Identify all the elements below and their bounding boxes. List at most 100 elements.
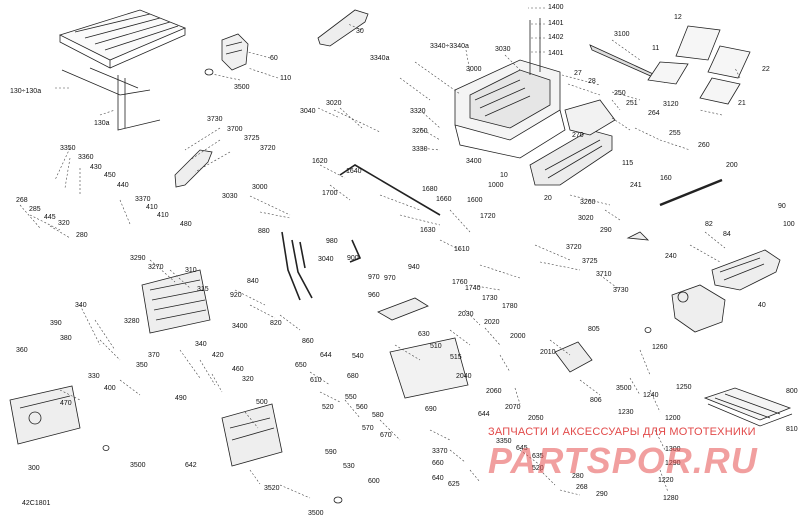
callout-label: 650 [295, 362, 307, 369]
callout-label: 840 [247, 278, 259, 285]
callout-label: 970 [368, 274, 380, 281]
callout-label: 3040 [318, 256, 334, 263]
callout-label: 82 [705, 221, 713, 228]
callout-label: 84 [723, 231, 731, 238]
panel-300-part [9, 385, 81, 445]
callout-label: 90 [778, 203, 786, 210]
callout-label: 3400 [232, 323, 248, 330]
callout-label: 130a [94, 120, 110, 127]
callout-label: 20 [544, 195, 552, 202]
callout-label: 28 [588, 78, 596, 85]
callout-label: 520 [322, 404, 334, 411]
callout-label: 1640 [346, 168, 362, 175]
callout-label: 860 [302, 338, 314, 345]
leader-lines [19, 7, 741, 499]
callout-label: 490 [175, 395, 187, 402]
callout-label: 1630 [420, 227, 436, 234]
washer-part [333, 496, 343, 504]
callout-label: 1401 [548, 50, 564, 57]
callout-label: 100 [783, 221, 795, 228]
callout-label: 250 [614, 90, 626, 97]
callout-label: 3725 [244, 135, 260, 142]
callout-label: 1200 [665, 415, 681, 422]
callout-label: 660 [432, 460, 444, 467]
callout-label: 240 [665, 253, 677, 260]
callout-label: 1680 [422, 186, 438, 193]
callout-label: 3360 [78, 154, 94, 161]
callout-label: 1660 [436, 196, 452, 203]
bracket-60-part [204, 33, 249, 76]
callout-label: 3720 [260, 145, 276, 152]
callout-label: 270 [572, 132, 584, 139]
callout-label: 1600 [467, 197, 483, 204]
callout-label: 644 [320, 352, 332, 359]
callout-label: 3260 [580, 199, 596, 206]
callout-label: 2070 [505, 404, 521, 411]
callout-label: 3400 [466, 158, 482, 165]
callout-label: 460 [232, 366, 244, 373]
callout-label: 310 [185, 267, 197, 274]
callout-label: 410 [146, 204, 158, 211]
callout-label: 380 [60, 335, 72, 342]
strut-200-part [659, 178, 723, 207]
callout-label: 3520 [264, 485, 280, 492]
callout-label: 160 [660, 175, 672, 182]
callout-label: 330 [88, 373, 100, 380]
callout-label: 470 [60, 400, 72, 407]
callout-label: 3350 [60, 145, 76, 152]
callout-label: 3350 [496, 438, 512, 445]
callout-label: 241 [630, 182, 642, 189]
callout-label: 2020 [484, 319, 500, 326]
callout-label: 1230 [618, 409, 634, 416]
callout-label: 30 [356, 28, 364, 35]
callout-label: 264 [648, 110, 660, 117]
callout-label: 1280 [663, 495, 679, 502]
callout-label: 500 [256, 399, 268, 406]
callout-label: 630 [418, 331, 430, 338]
callout-label: 570 [362, 425, 374, 432]
cover-805-part [554, 341, 593, 373]
callout-label: 360 [16, 347, 28, 354]
callout-label: 290 [600, 227, 612, 234]
callout-label: 805 [588, 326, 600, 333]
callout-label: 3340a [370, 55, 390, 62]
callout-label: 820 [270, 320, 282, 327]
side-panel-assembly-part [529, 99, 616, 186]
diagram-code: 42C1801 [22, 500, 51, 507]
callout-label: 370 [148, 352, 160, 359]
callout-label: 320 [58, 220, 70, 227]
callout-label: 268 [576, 484, 588, 491]
callout-label: 11 [652, 45, 660, 52]
callout-label: 390 [50, 320, 62, 327]
callout-label: 3725 [582, 258, 598, 265]
callout-label: 3270 [148, 264, 164, 271]
callout-label: 3700 [227, 126, 243, 133]
callout-label: 1760 [452, 279, 468, 286]
callout-label: 590 [325, 449, 337, 456]
callout-label: 3020 [326, 100, 342, 107]
callout-label: 515 [450, 354, 462, 361]
callout-label: 2060 [486, 388, 502, 395]
callout-label: 3290 [130, 255, 146, 262]
callout-label: 3730 [207, 116, 223, 123]
callout-label: 3500 [130, 462, 146, 469]
handle-3700-part [174, 149, 213, 188]
callout-label: 806 [590, 397, 602, 404]
rack-800-part [703, 387, 793, 427]
callout-label: 690 [425, 406, 437, 413]
callout-label: 280 [76, 232, 88, 239]
callout-label: 960 [368, 292, 380, 299]
callout-label: 22 [762, 66, 770, 73]
callout-label: 2040 [456, 373, 472, 380]
callout-label: 3040 [300, 108, 316, 115]
fender-80-part [671, 284, 726, 333]
callout-label: 920 [230, 292, 242, 299]
tray-860-part [377, 297, 429, 321]
callout-label: 3030 [222, 193, 238, 200]
callout-label: 440 [117, 182, 129, 189]
callout-label: 800 [786, 388, 798, 395]
callout-label: 1780 [502, 303, 518, 310]
floor-mats-part [647, 25, 751, 105]
callout-label: 340 [75, 302, 87, 309]
